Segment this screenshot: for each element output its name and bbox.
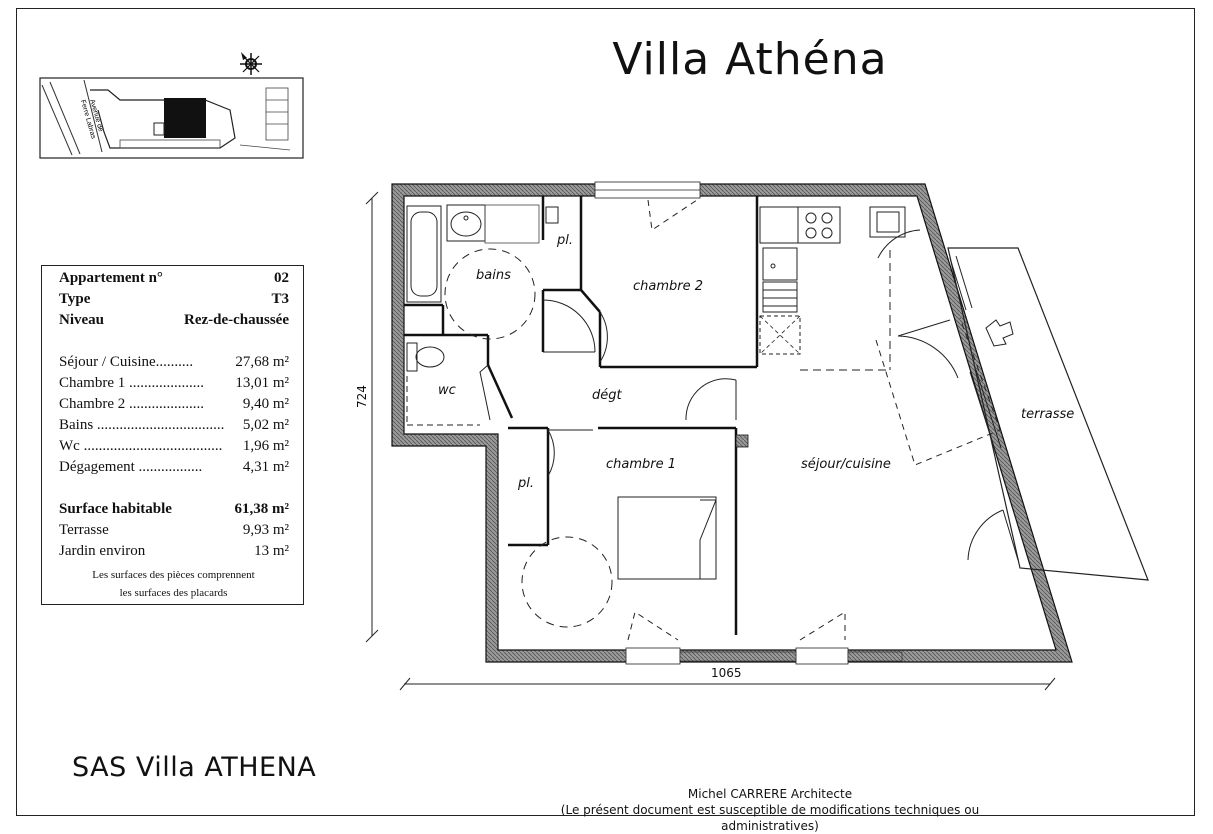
apartment-number-row: Appartement n° 02 bbox=[59, 270, 289, 290]
note-line: Les surfaces des pièces comprennent bbox=[92, 569, 255, 581]
room-label-terrasse: terrasse bbox=[1021, 407, 1075, 422]
bathtub-icon bbox=[406, 205, 442, 303]
garden-label: Jardin environ bbox=[59, 543, 146, 559]
garden-value: 13 m² bbox=[254, 543, 289, 559]
type-row: Type T3 bbox=[59, 291, 289, 311]
dimension-width: 1065 bbox=[711, 666, 742, 680]
room-label: Dégagement ................. bbox=[59, 459, 203, 475]
room-area: 9,40 m² bbox=[242, 396, 289, 412]
level-label: Niveau bbox=[59, 312, 104, 328]
room-label-wc: wc bbox=[438, 383, 456, 398]
room-row: Dégagement ................. 4,31 m² bbox=[59, 459, 289, 479]
window-swings bbox=[627, 199, 1001, 641]
room-label-chambre-2: chambre 2 bbox=[633, 279, 704, 294]
room-label: Chambre 1 .................... bbox=[59, 375, 204, 391]
room-area: 27,68 m² bbox=[235, 354, 289, 370]
apartment-info-box: Appartement n° 02 Type T3 Niveau Rez-de-… bbox=[41, 265, 304, 605]
surface-row: Surface habitable 61,38 m² bbox=[59, 501, 289, 521]
disclaimer: (Le présent document est susceptible de … bbox=[560, 803, 980, 833]
page-frame bbox=[16, 8, 1195, 816]
compass-icon bbox=[240, 52, 262, 75]
page-title: Villa Athéna bbox=[612, 34, 888, 85]
company-name: SAS Villa ATHENA bbox=[72, 752, 317, 783]
room-label: Séjour / Cuisine.......... bbox=[59, 354, 194, 370]
room-label-degagement: dégt bbox=[592, 388, 622, 403]
terrace-outline bbox=[947, 247, 1149, 581]
room-label-sejour-cuisine: séjour/cuisine bbox=[801, 457, 891, 472]
door-swings bbox=[542, 229, 1019, 561]
toilet-icon bbox=[406, 342, 445, 372]
washbasin-icon bbox=[446, 204, 486, 242]
interior-walls bbox=[404, 196, 759, 635]
room-label-chambre-1: chambre 1 bbox=[606, 457, 677, 472]
terrace-label: Terrasse bbox=[59, 522, 109, 538]
room-area: 5,02 m² bbox=[242, 417, 289, 433]
room-label: Bains .................................. bbox=[59, 417, 225, 433]
room-area: 4,31 m² bbox=[242, 459, 289, 475]
room-label: Chambre 2 .................... bbox=[59, 396, 204, 412]
room-row: Bains ..................................… bbox=[59, 417, 289, 437]
exterior-wall bbox=[391, 183, 1073, 663]
room-label: Wc ..................................... bbox=[59, 438, 223, 454]
type-label: Type bbox=[59, 291, 91, 307]
apartment-number-value: 02 bbox=[274, 270, 289, 286]
room-row: Chambre 2 .................... 9,40 m² bbox=[59, 396, 289, 416]
terrace-value: 9,93 m² bbox=[242, 522, 289, 538]
room-area: 13,01 m² bbox=[235, 375, 289, 391]
entrance-arrow-icon bbox=[985, 319, 1014, 347]
surface-value: 61,38 m² bbox=[234, 501, 290, 517]
garden-row: Jardin environ 13 m² bbox=[59, 543, 289, 563]
room-label-placard: pl. bbox=[518, 476, 534, 491]
location-map: Avenue de Ferre Labras bbox=[39, 52, 304, 159]
apartment-number-label: Appartement n° bbox=[59, 270, 163, 286]
room-area: 1,96 m² bbox=[242, 438, 289, 454]
surface-label: Surface habitable bbox=[59, 501, 172, 517]
terrace-row: Terrasse 9,93 m² bbox=[59, 522, 289, 542]
dimension-lines bbox=[365, 191, 1056, 691]
level-row: Niveau Rez-de-chaussée bbox=[59, 312, 289, 332]
room-label-placard: pl. bbox=[557, 233, 573, 248]
room-label-bains: bains bbox=[476, 268, 511, 283]
kitchen-icon bbox=[759, 206, 906, 313]
level-value: Rez-de-chaussée bbox=[184, 312, 289, 328]
room-row: Chambre 1 .................... 13,01 m² bbox=[59, 375, 289, 395]
architect-name: Michel CARRERE Architecte bbox=[687, 787, 853, 801]
type-value: T3 bbox=[271, 291, 289, 307]
credits: Michel CARRERE Architecte (Le présent do… bbox=[520, 786, 1020, 834]
room-row: Wc .....................................… bbox=[59, 438, 289, 458]
dimension-height: 724 bbox=[355, 385, 369, 408]
note-line: les surfaces des placards bbox=[119, 587, 228, 599]
room-row: Séjour / Cuisine.......... 27,68 m² bbox=[59, 354, 289, 374]
